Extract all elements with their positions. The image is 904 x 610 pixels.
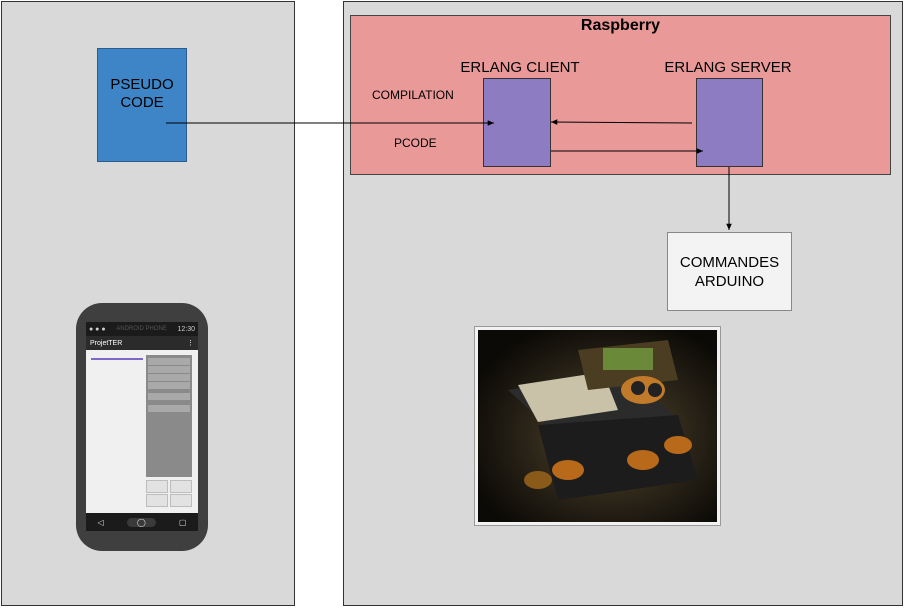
nav-recent-icon[interactable]: ▢ [178,517,187,527]
phone-nav-bar: ◁ ◯ ▢ [86,513,198,531]
list-item[interactable] [148,393,190,400]
phone-screen: ● ● ● ANDROID PHONE 12:30 ProjetTER ⋮ ◁ … [86,322,198,531]
compilation-label: COMPILATION [372,88,454,102]
nav-back-icon[interactable]: ◁ [97,517,104,527]
robot-photo-image [478,330,717,522]
status-time: 12:30 [177,325,195,333]
pcode-label: PCODE [394,136,437,150]
text-input-underline[interactable] [91,358,143,360]
list-item[interactable] [148,405,190,412]
commandes-arduino-label: COMMANDES ARDUINO [679,253,780,290]
pseudo-code-node: PSEUDO CODE [97,48,187,162]
erlang-server-label: ERLANG SERVER [664,59,792,76]
list-item[interactable] [148,366,190,373]
erlang-client-label: ERLANG CLIENT [460,59,580,76]
status-icons: ● ● ● [89,325,106,333]
overflow-menu-icon[interactable]: ⋮ [187,340,194,347]
phone-app-bar: ProjetTER ⋮ [86,336,198,350]
phone-status-bar: ● ● ● ANDROID PHONE 12:30 [86,322,198,336]
raspberry-container [350,15,891,175]
phone-button[interactable] [146,494,168,507]
pseudo-code-label: PSEUDO CODE [110,76,174,111]
list-item[interactable] [148,382,190,389]
robot-photo [474,326,721,526]
status-title: ANDROID PHONE [116,326,167,332]
app-title: ProjetTER [90,339,123,347]
erlang-client-node [483,78,551,167]
commandes-arduino-node: COMMANDES ARDUINO [667,232,792,311]
phone-side-list [146,355,192,477]
raspberry-title: Raspberry [580,17,661,34]
robot-illustration [508,340,698,500]
phone-button[interactable] [146,480,168,493]
list-item[interactable] [148,374,190,381]
list-item[interactable] [148,358,190,365]
phone-button[interactable] [170,494,192,507]
nav-home-icon[interactable]: ◯ [126,517,156,527]
phone-button[interactable] [170,480,192,493]
erlang-server-node [696,78,763,167]
